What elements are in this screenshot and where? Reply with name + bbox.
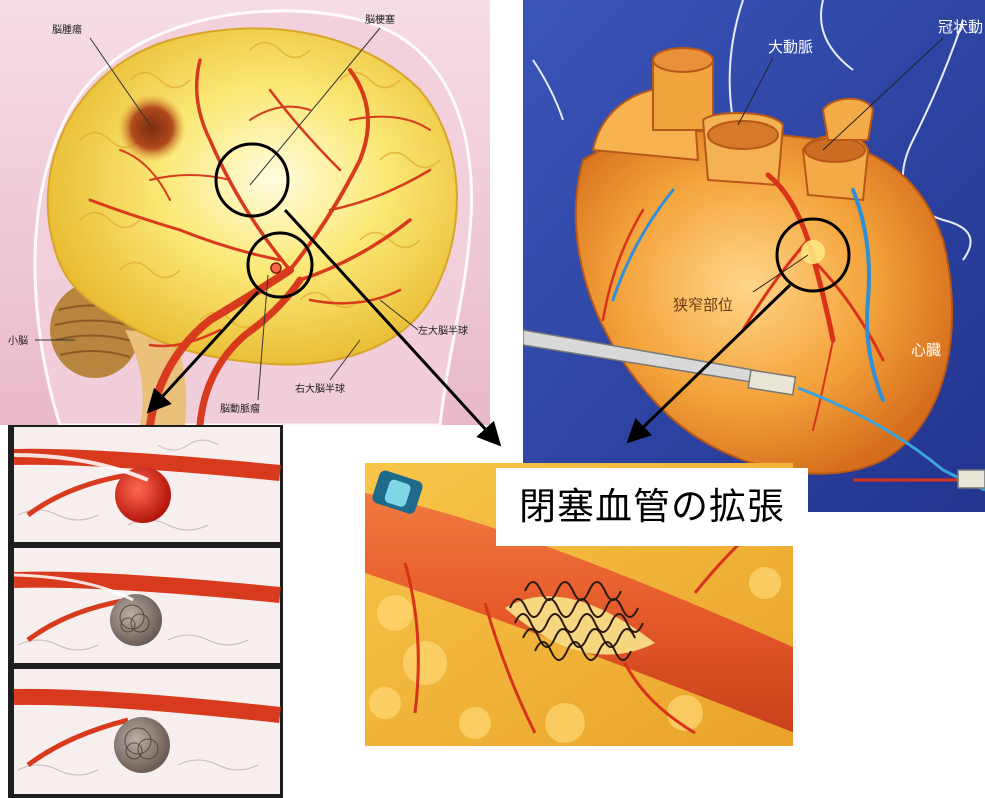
label-heart: 心臓 (911, 341, 941, 359)
heart-illustration: 大動脈 冠状動 狭窄部位 心臓 (523, 0, 985, 512)
label-aneurysm: 脳動脈瘤 (220, 402, 260, 415)
brain-illustration: 脳腫瘍 脳梗塞 小脳 左大脳半球 右大脳半球 脳動脈瘤 (0, 0, 490, 425)
coil-step-3 (14, 669, 280, 794)
coil-step-2 (14, 548, 280, 663)
label-aorta: 大動脈 (768, 38, 813, 56)
coil-step-1 (14, 427, 280, 542)
label-infarction: 脳梗塞 (365, 13, 395, 26)
label-coronary: 冠状動 (938, 18, 983, 36)
label-right-hemisphere: 右大脳半球 (295, 382, 345, 395)
stent-caption: 閉塞血管の拡張 (496, 468, 808, 546)
label-cerebellum: 小脳 (8, 335, 28, 347)
label-tumor: 脳腫瘍 (52, 23, 82, 36)
aneurysm-coil-sequence (8, 425, 283, 798)
label-stenosis: 狭窄部位 (673, 296, 733, 314)
label-left-hemisphere: 左大脳半球 (418, 324, 468, 337)
